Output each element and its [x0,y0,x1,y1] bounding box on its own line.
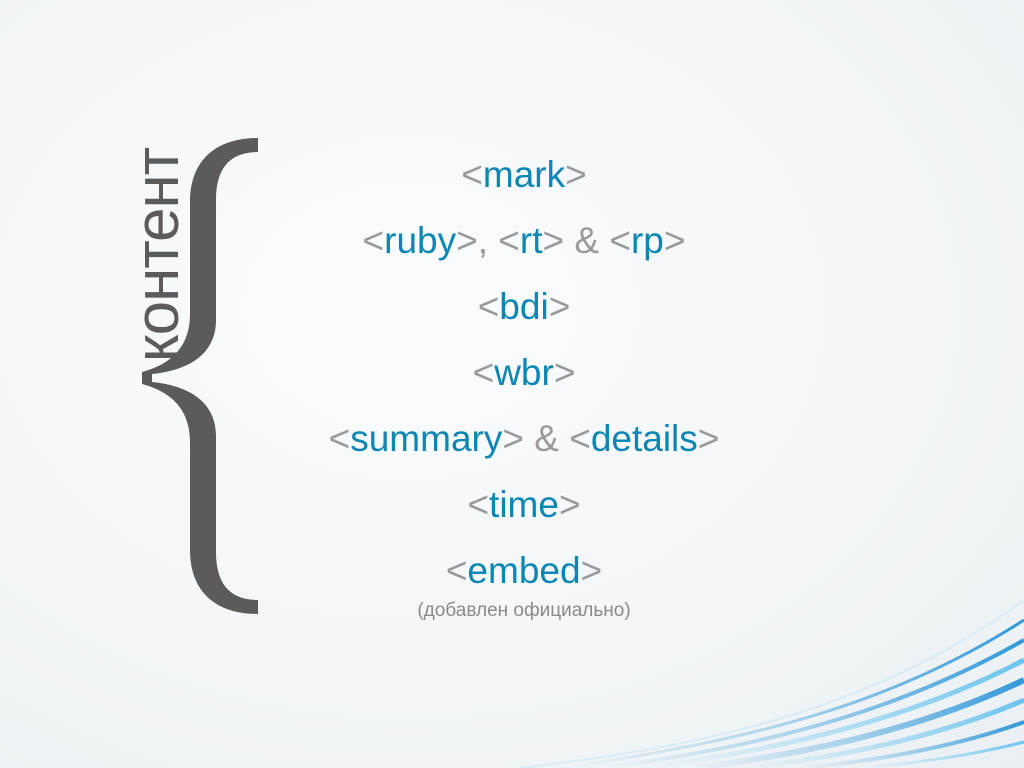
tag-name: mark [482,154,566,195]
tag-name: rt [519,220,543,261]
tag-name: ruby [384,220,457,261]
tag-list: <mark> <ruby>, <rt> & <rp> <bdi> <wbr> <… [224,150,824,622]
tag-bracket: > [548,286,571,327]
tag-bracket: < [477,286,500,327]
tag-bracket: < [467,484,490,525]
tag-bracket: < [498,220,520,261]
tag-name: embed [467,550,581,591]
tag-bracket: > [456,220,478,261]
tag-bracket: < [328,418,351,459]
tag-separator: & [564,220,610,261]
tag-item-embed: <embed> [224,546,824,612]
tag-bracket: < [472,352,495,393]
tag-bracket: > [565,154,587,195]
tag-bracket: > [580,550,603,591]
tag-bracket: > [663,220,686,261]
tag-item-bdi: <bdi> [224,282,824,348]
tag-bracket: < [569,418,591,459]
tag-bracket: > [542,220,565,261]
tag-item-summary-details: <summary> & <details> [224,414,824,480]
tag-name: rp [630,220,664,261]
tag-separator: , [477,220,499,261]
tag-name: wbr [494,352,554,393]
tag-bracket: < [461,154,483,195]
tag-bracket: < [445,550,468,591]
tag-name: time [489,484,559,525]
tag-name: summary [350,418,503,459]
tag-name: details [590,418,698,459]
tag-separator: & [523,418,570,459]
embed-note: (добавлен официально) [417,600,631,621]
tag-bracket: > [553,352,576,393]
tag-bracket: < [362,220,385,261]
tag-bracket: < [609,220,631,261]
tag-item-time: <time> [224,480,824,546]
tag-bracket: > [697,418,720,459]
tag-bracket: > [502,418,524,459]
tag-item-ruby-rt-rp: <ruby>, <rt> & <rp> [224,216,824,282]
tag-name: bdi [499,286,549,327]
tag-item-wbr: <wbr> [224,348,824,414]
curly-brace-icon [142,138,258,614]
tag-item-mark: <mark> [224,150,824,216]
tag-bracket: > [558,484,581,525]
